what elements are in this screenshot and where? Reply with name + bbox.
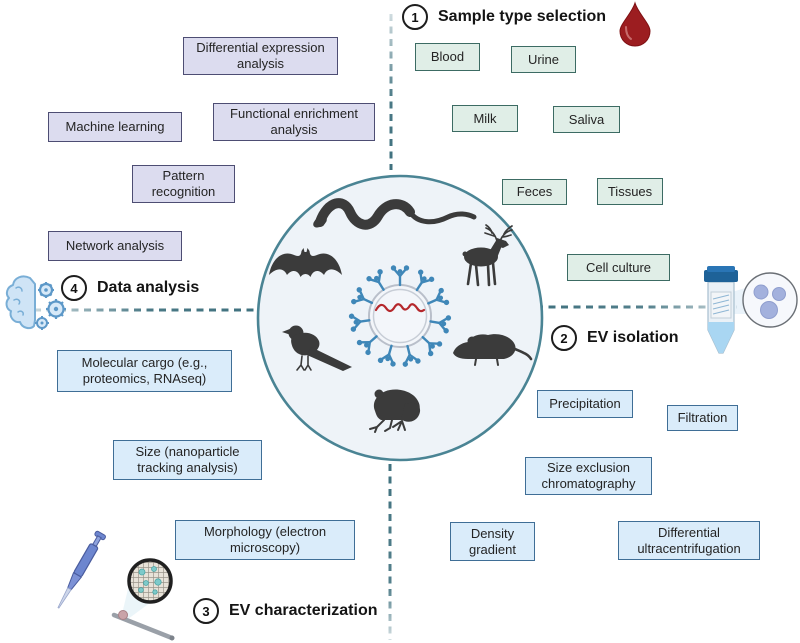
blood-drop-icon <box>619 1 651 47</box>
isolation-box-ultracentrifugation: Differential ultracentrifugation <box>618 521 760 560</box>
pipette-em-grid-icon <box>57 530 175 641</box>
step-4-title: Data analysis <box>97 279 200 296</box>
sample-box-urine: Urine <box>511 46 576 73</box>
centrifuge-tube-icon <box>704 266 798 354</box>
ev-particle-icon <box>348 265 452 367</box>
rna-strand-icon <box>374 303 426 313</box>
isolation-box-density-gradient: Density gradient <box>450 522 535 561</box>
frog-icon <box>369 389 421 433</box>
rat-icon <box>453 334 533 366</box>
step-2-header: 2 EV isolation <box>551 325 679 351</box>
step-2-badge: 2 <box>551 325 577 351</box>
sample-box-saliva: Saliva <box>553 106 620 133</box>
step-3-title: EV characterization <box>229 602 378 619</box>
dashed-guide-lines <box>34 14 737 640</box>
sample-box-tissues: Tissues <box>597 178 663 205</box>
step-3-header: 3 EV characterization <box>193 598 378 624</box>
bat-icon <box>269 248 342 277</box>
snake-icon <box>313 198 477 230</box>
bird-icon <box>282 325 352 371</box>
characterization-box-molecular-cargo: Molecular cargo (e.g., proteomics, RNAse… <box>57 350 232 392</box>
step-3-badge: 3 <box>193 598 219 624</box>
characterization-box-morphology: Morphology (electron microscopy) <box>175 520 355 560</box>
isolation-box-precipitation: Precipitation <box>537 390 633 418</box>
sample-box-cell-culture: Cell culture <box>567 254 670 281</box>
analysis-box-network-analysis: Network analysis <box>48 231 182 261</box>
step-1-badge: 1 <box>402 4 428 30</box>
isolation-box-size-exclusion: Size exclusion chromatography <box>525 457 652 495</box>
brain-ai-icon <box>5 275 66 330</box>
step-2-title: EV isolation <box>587 329 679 346</box>
characterization-box-size: Size (nanoparticle tracking analysis) <box>113 440 262 480</box>
isolation-box-filtration: Filtration <box>667 405 738 431</box>
deer-icon <box>462 224 513 287</box>
step-4-header: 4 Data analysis <box>61 275 199 301</box>
sample-box-feces: Feces <box>502 179 567 205</box>
analysis-box-differential-expression: Differential expression analysis <box>183 37 338 75</box>
step-1-title: Sample type selection <box>438 8 607 25</box>
analysis-box-machine-learning: Machine learning <box>48 112 182 142</box>
step-1-header: 1 Sample type selection <box>402 4 606 30</box>
analysis-box-functional-enrichment: Functional enrichment analysis <box>213 103 375 141</box>
step-4-badge: 4 <box>61 275 87 301</box>
sample-box-blood: Blood <box>415 43 480 71</box>
analysis-box-pattern-recognition: Pattern recognition <box>132 165 235 203</box>
sample-box-milk: Milk <box>452 105 518 132</box>
